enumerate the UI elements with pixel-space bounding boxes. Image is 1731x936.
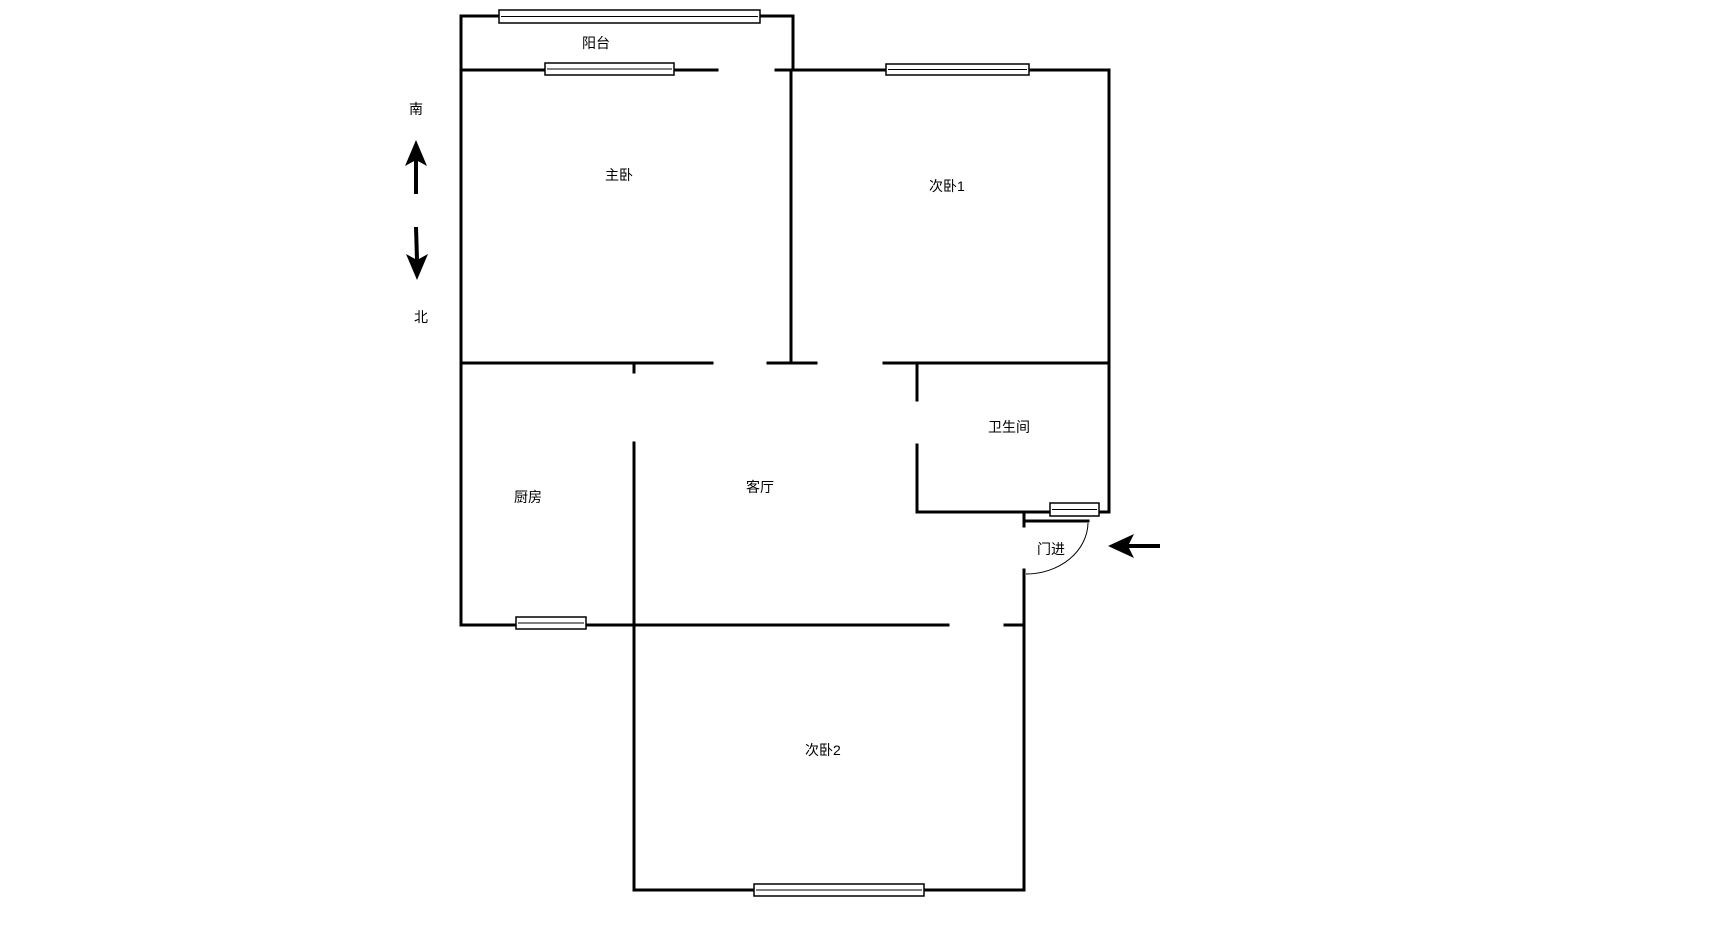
- south-label: 南: [409, 101, 423, 117]
- balcony-label: 阳台: [582, 35, 610, 51]
- second-bedroom-2-label: 次卧2: [805, 742, 841, 758]
- walls: [459, 14, 1111, 892]
- master-bedroom-label: 主卧: [605, 167, 633, 183]
- entrance-door: [1025, 522, 1089, 575]
- second-bedroom-1-label: 次卧1: [929, 178, 965, 194]
- entrance-arrow-icon: [1108, 534, 1160, 558]
- windows: [498, 9, 1100, 897]
- south-arrow-icon: [405, 140, 427, 194]
- window-bathroom: [1049, 502, 1100, 517]
- north-label: 北: [414, 309, 428, 325]
- window-bedroom-1: [885, 63, 1030, 76]
- window-kitchen: [515, 616, 587, 630]
- window-bedroom-2: [753, 883, 925, 897]
- window-master-bedroom: [544, 62, 675, 76]
- north-arrow-icon: [406, 226, 428, 280]
- entrance-label: 门进: [1037, 541, 1065, 557]
- living-room-label: 客厅: [746, 479, 774, 495]
- bathroom-label: 卫生间: [988, 419, 1030, 435]
- kitchen-label: 厨房: [514, 489, 542, 505]
- window-balcony: [498, 9, 761, 24]
